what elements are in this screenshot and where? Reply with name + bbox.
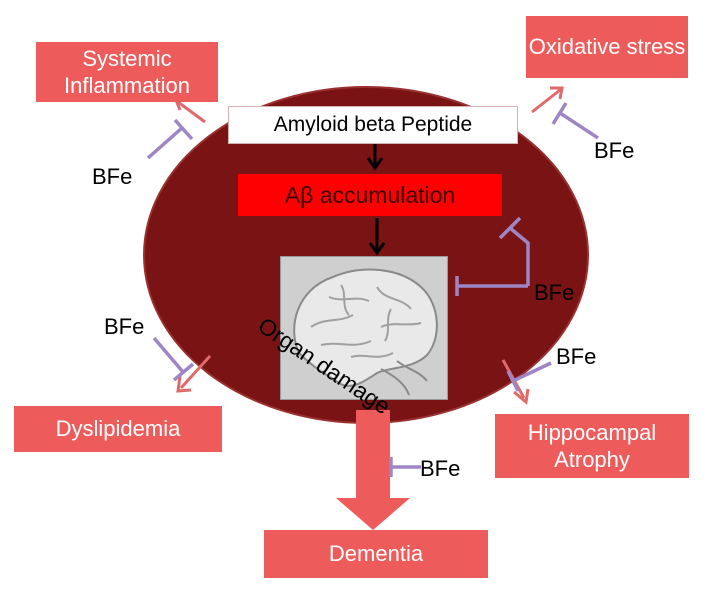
arrow-to-oxidative-stress xyxy=(531,86,564,114)
down-arrow-1 xyxy=(366,143,384,171)
oxidative-stress-box: Oxidative stress xyxy=(526,16,688,78)
bfe-label-dyslipidemia: BFe xyxy=(104,314,145,339)
dementia-box: Dementia xyxy=(264,530,488,578)
dyslipidemia-box: Dyslipidemia xyxy=(14,406,222,452)
bfe-label-inflammation: BFe xyxy=(92,164,133,189)
abeta-accumulation-box: Aβ accumulation xyxy=(238,174,502,216)
brain-image xyxy=(280,256,448,400)
brain-icon xyxy=(293,268,438,396)
inhibitor-dementia xyxy=(389,457,421,477)
inhibitor-hippocampal-atrophy xyxy=(506,361,552,392)
inhibitor-inflammation xyxy=(146,118,194,160)
inhibitor-oxidative-stress xyxy=(551,102,599,140)
bfe-label-oxidative-stress: BFe xyxy=(594,138,635,163)
inhibitor-dyslipidemia xyxy=(152,336,195,382)
amyloid-beta-peptide-box: Amyloid beta Peptide xyxy=(228,106,518,144)
arrow-to-dyslipidemia xyxy=(176,354,212,393)
systemic-inflammation-box: Systemic Inflammation xyxy=(36,42,218,102)
arrow-to-inflammation xyxy=(173,97,206,124)
dementia-arrow xyxy=(336,410,410,530)
hippocampal-atrophy-box: Hippocampal Atrophy xyxy=(495,414,689,478)
down-arrow-2 xyxy=(368,218,386,256)
bfe-label-organ-damage: BFe xyxy=(534,280,575,305)
bfe-label-dementia: BFe xyxy=(420,456,461,481)
inhibitor-organ-damage xyxy=(455,216,530,296)
bfe-label-hippocampal-atrophy: BFe xyxy=(556,344,597,369)
